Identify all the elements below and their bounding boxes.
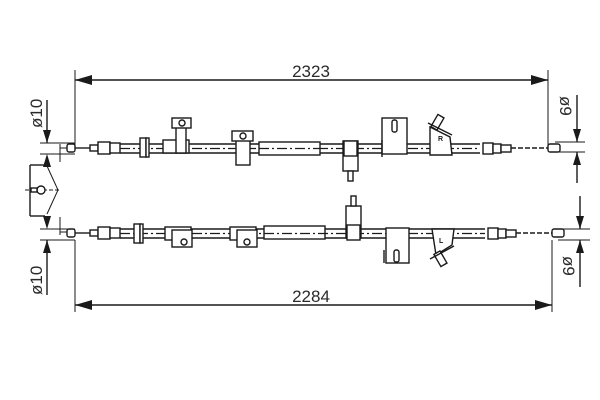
left-bottom-diameter-value: ø10 [27, 266, 46, 295]
equalizer-detail [25, 164, 60, 217]
left-top-diameter-value: ø10 [27, 99, 46, 128]
arrow-right-icon [531, 75, 548, 85]
side-label-r: R [438, 136, 443, 143]
bottom-length-value: 2284 [292, 287, 330, 306]
top-length-dimension: 2323 [74, 62, 549, 150]
right-bottom-diameter-dimension: ø9 [558, 196, 590, 287]
top-length-value: 2323 [292, 62, 330, 81]
left-top-diameter-dimension: ø10 [27, 99, 75, 167]
arrow-left-icon [75, 75, 92, 85]
left-bottom-diameter-dimension: ø10 [27, 216, 75, 295]
lower-cable: L [59, 195, 565, 268]
side-label-l: L [439, 238, 444, 245]
right-top-diameter-value: ø9 [556, 96, 575, 116]
bottom-length-dimension: 2284 [74, 240, 553, 312]
arrow-right-icon [535, 300, 552, 310]
right-top-diameter-dimension: ø9 [555, 95, 585, 183]
arrow-left-icon [75, 300, 92, 310]
right-bottom-diameter-value: ø9 [559, 256, 578, 276]
upper-cable: R [59, 113, 561, 182]
